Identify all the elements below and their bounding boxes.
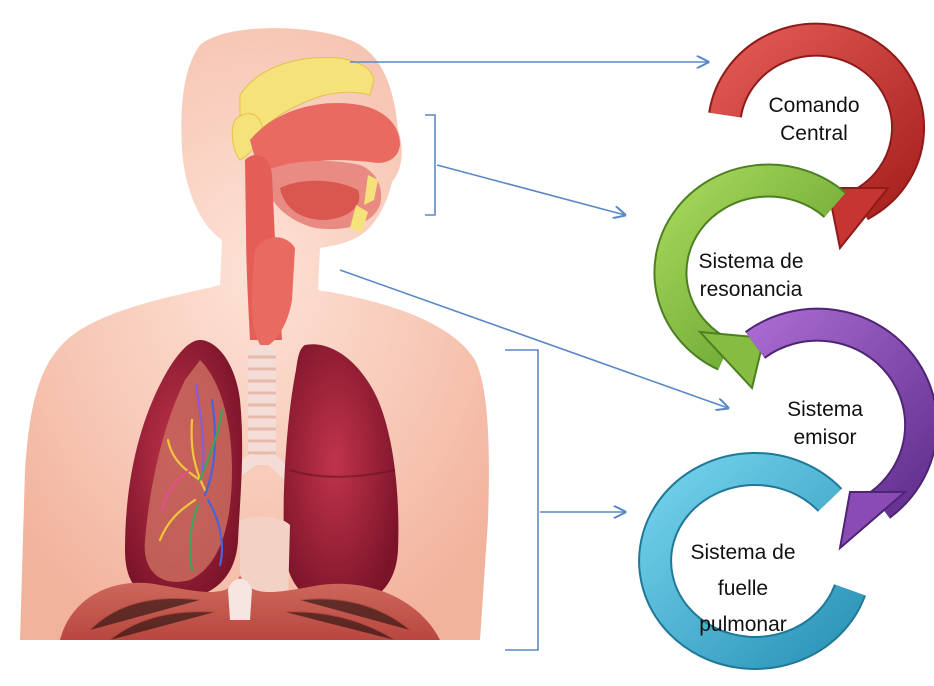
label-line: Sistema de [676, 248, 826, 276]
label-line: resonancia [676, 276, 826, 304]
label-sistema-emisor: Sistema emisor [770, 396, 880, 452]
label-line: Sistema de [668, 535, 818, 571]
label-comando-central: Comando Central [752, 92, 876, 148]
label-line: Sistema [770, 396, 880, 424]
anatomy-illustration [20, 28, 489, 640]
label-sistema-resonancia: Sistema de resonancia [676, 248, 826, 304]
bracket-head [425, 115, 435, 215]
label-line: Comando [752, 92, 876, 120]
label-line: pulmonar [668, 607, 818, 643]
label-line: emisor [770, 424, 880, 452]
bracket-torso [505, 350, 538, 650]
label-line: fuelle [668, 571, 818, 607]
label-line: Central [752, 120, 876, 148]
label-sistema-fuelle-pulmonar: Sistema de fuelle pulmonar [668, 535, 818, 643]
arrow-to-sistema-resonancia [437, 165, 625, 215]
